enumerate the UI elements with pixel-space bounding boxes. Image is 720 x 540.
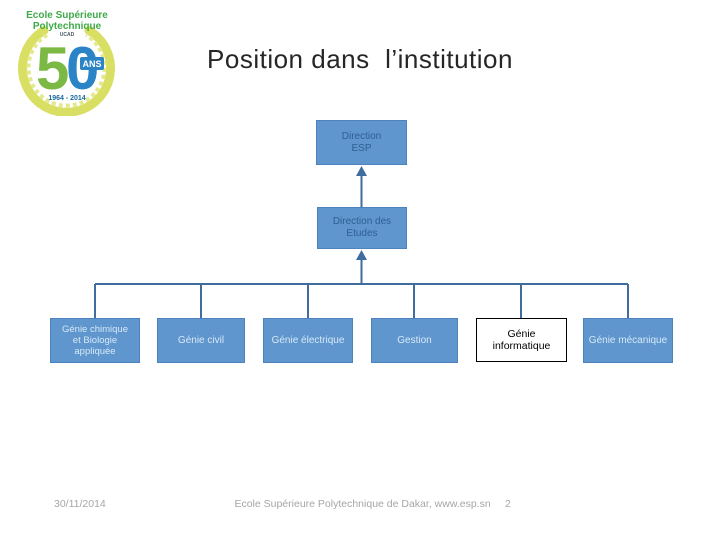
org-node-genie-electrique: Génie électrique [263, 318, 353, 363]
org-node-label: Génie mécanique [588, 334, 668, 346]
org-node-label: Génie électrique [271, 334, 345, 346]
org-node-label: Direction des Etudes [332, 216, 392, 239]
org-node-direction-etudes: Direction des Etudes [317, 207, 407, 249]
esp-50-years-logo: Ecole Supérieure Polytechnique UCAD 5 0 … [18, 10, 115, 116]
org-node-label: Génie informatique [492, 327, 551, 352]
org-node-label: Direction ESP [341, 130, 382, 154]
laurel-wreath-outer [18, 26, 115, 116]
org-node-genie-informatique: Génie informatique [476, 318, 567, 362]
slide-title: Position dans l’institution [207, 44, 513, 74]
footer-date: 30/11/2014 [54, 498, 106, 510]
arrowhead-up-to-etudes [356, 250, 367, 260]
logo-ans-plate [80, 57, 104, 70]
logo-digit-5: 5 [36, 35, 69, 102]
org-node-label: Gestion [397, 334, 432, 346]
logo-ucad-label: UCAD [60, 32, 75, 38]
logo-ans-label: ANS [82, 59, 101, 69]
logo-school-line2: Polytechnique [33, 21, 102, 32]
laurel-wreath-inner [26, 33, 107, 108]
org-node-gestion: Gestion [371, 318, 458, 363]
logo-years-label: 1964 - 2014 [48, 95, 85, 102]
org-node-genie-mecanique: Génie mécanique [583, 318, 673, 363]
footer-credit-line: Ecole Supérieure Polytechnique de Dakar,… [234, 498, 491, 510]
arrowhead-up-to-esp [356, 166, 367, 176]
org-node-genie-civil: Génie civil [157, 318, 245, 363]
footer-page-number: 2 [505, 498, 511, 510]
logo-school-line1: Ecole Supérieure [26, 10, 108, 21]
org-node-direction-esp: Direction ESP [316, 120, 407, 165]
org-node-label: Génie chimique et Biologie appliquée [61, 323, 128, 358]
org-node-genie-chimique: Génie chimique et Biologie appliquée [50, 318, 140, 363]
org-node-label: Génie civil [177, 334, 225, 346]
